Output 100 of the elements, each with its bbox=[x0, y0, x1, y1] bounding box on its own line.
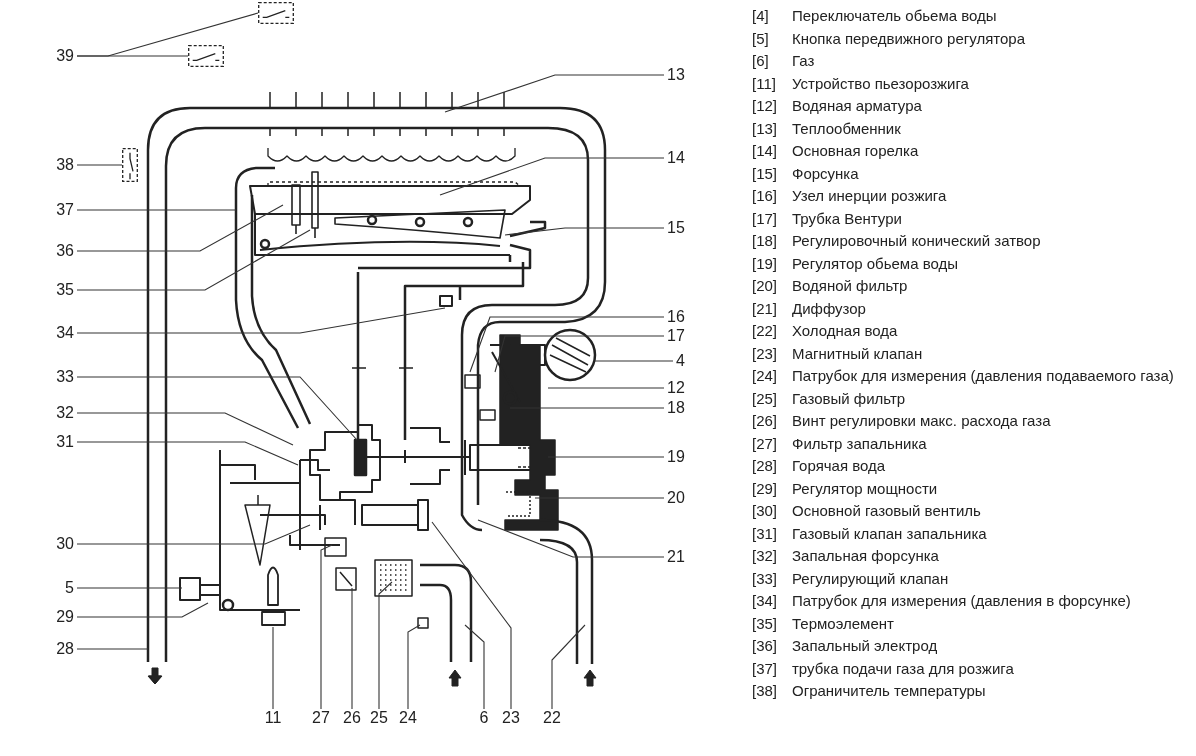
leader-line bbox=[272, 626, 274, 710]
switch-symbol bbox=[188, 45, 224, 67]
legend-key: [35] bbox=[752, 612, 792, 635]
legend-key: [29] bbox=[752, 477, 792, 500]
legend-key: [12] bbox=[752, 95, 792, 118]
callout-number: 16 bbox=[667, 308, 685, 326]
callout-number: 30 bbox=[56, 535, 74, 553]
legend-description: Ограничитель температуры bbox=[792, 681, 987, 701]
leader-line bbox=[469, 316, 665, 373]
leader-line bbox=[76, 441, 299, 466]
leader-line bbox=[494, 335, 665, 373]
leader-line bbox=[431, 521, 512, 710]
legend-key: [11] bbox=[752, 72, 792, 95]
legend-key: [4] bbox=[752, 5, 792, 28]
leader-line bbox=[477, 519, 665, 558]
leader-line bbox=[594, 360, 674, 362]
callout-number: 31 bbox=[56, 433, 74, 451]
legend-key: [27] bbox=[752, 432, 792, 455]
legend-description: Устройство пьезорозжига bbox=[792, 73, 970, 94]
legend-description: Винт регулировки макс. расхода газа bbox=[792, 411, 1052, 431]
leader-line bbox=[76, 524, 311, 545]
callout-number: 4 bbox=[676, 352, 685, 370]
leader-line bbox=[76, 587, 183, 589]
leader-line bbox=[534, 497, 665, 499]
leader-line bbox=[509, 407, 665, 409]
legend-key: [16] bbox=[752, 185, 792, 208]
legend-description: Основная горелка bbox=[792, 141, 920, 161]
leader-line bbox=[547, 456, 665, 458]
callout-number: 14 bbox=[667, 149, 685, 167]
callout-number: 39 bbox=[56, 47, 74, 65]
callout-number: 22 bbox=[543, 709, 561, 727]
legend-key: [20] bbox=[752, 275, 792, 298]
legend-description: Водяная арматура bbox=[792, 96, 923, 116]
switch-symbol bbox=[258, 2, 294, 24]
legend-description: Газ bbox=[792, 51, 816, 71]
callout-number: 17 bbox=[667, 327, 685, 345]
legend-description: Патрубок для измерения (давления в форсунке) bbox=[792, 591, 1132, 611]
legend-key: [38] bbox=[752, 680, 792, 703]
callout-number: 13 bbox=[667, 66, 685, 84]
legend-description: Теплообменник bbox=[792, 118, 902, 139]
leader-line bbox=[76, 307, 446, 334]
callout-number: 5 bbox=[65, 579, 74, 597]
legend-description: Газовый клапан запальника bbox=[792, 523, 988, 544]
legend-key: [31] bbox=[752, 522, 792, 545]
legend-description: трубка подачи газа для розжига bbox=[792, 658, 1015, 679]
legend-key: [34] bbox=[752, 590, 792, 613]
legend-key: [21] bbox=[752, 297, 792, 320]
legend-description: Термоэлемент bbox=[792, 613, 895, 634]
legend-description: Газовый фильтр bbox=[792, 388, 907, 409]
legend-description: Запальная форсунка bbox=[792, 546, 940, 566]
leader-line bbox=[76, 204, 284, 252]
legend-description: Патрубок для измерения (давления подаваемого газа) bbox=[792, 366, 1175, 386]
legend-description: Водяной фильтр bbox=[792, 276, 909, 296]
leader-line bbox=[76, 229, 311, 291]
callout-number: 26 bbox=[343, 709, 361, 727]
legend-key: [36] bbox=[752, 635, 792, 658]
legend-description: Регулировочный конический затвор bbox=[792, 231, 1042, 251]
leader-line bbox=[444, 74, 665, 113]
callout-number: 15 bbox=[667, 219, 685, 237]
legend-key: [33] bbox=[752, 567, 792, 590]
legend-description: Регулятор мощности bbox=[792, 478, 939, 499]
callout-number: 38 bbox=[56, 156, 74, 174]
legend-key: [22] bbox=[752, 320, 792, 343]
legend-key: [32] bbox=[752, 545, 792, 568]
legend-description: Кнопка передвижного регулятора bbox=[792, 28, 1027, 49]
leader-line bbox=[76, 412, 294, 446]
leader-line bbox=[320, 544, 333, 710]
legend-key: [14] bbox=[752, 140, 792, 163]
legend-key: [19] bbox=[752, 252, 792, 275]
callout-number: 27 bbox=[312, 709, 330, 727]
callout-number: 12 bbox=[667, 379, 685, 397]
legend-key: [6] bbox=[752, 50, 792, 73]
leader-line bbox=[76, 209, 237, 211]
leader-line bbox=[76, 164, 123, 166]
callout-number: 21 bbox=[667, 548, 685, 566]
leader-line bbox=[439, 157, 665, 196]
legend-key: [15] bbox=[752, 162, 792, 185]
legend-description: Холодная вода bbox=[792, 321, 899, 341]
callout-number: 23 bbox=[502, 709, 520, 727]
legend-key: [18] bbox=[752, 230, 792, 253]
callout-number: 34 bbox=[56, 324, 74, 342]
leader-line bbox=[464, 624, 485, 710]
leader-line bbox=[504, 227, 665, 236]
callout-number: 28 bbox=[56, 640, 74, 658]
leader-line bbox=[407, 624, 421, 710]
legend-description: Узел инерции розжига bbox=[792, 186, 948, 206]
legend-key: [30] bbox=[752, 500, 792, 523]
legend-description: Основной газовый вентиль bbox=[792, 501, 982, 521]
legend-description: Магнитный клапан bbox=[792, 343, 924, 364]
legend-key: [24] bbox=[752, 365, 792, 388]
callout-number: 32 bbox=[56, 404, 74, 422]
leader-line bbox=[76, 55, 189, 57]
callout-number: 18 bbox=[667, 399, 685, 417]
callout-number: 24 bbox=[399, 709, 417, 727]
legend-description: Регулирующий клапан bbox=[792, 568, 950, 589]
leader-line bbox=[351, 587, 353, 710]
callout-number: 25 bbox=[370, 709, 388, 727]
legend-description: Запальный электрод bbox=[792, 636, 939, 656]
legend-description: Диффузор bbox=[792, 298, 867, 319]
legend-description: Трубка Вентури bbox=[792, 208, 903, 229]
